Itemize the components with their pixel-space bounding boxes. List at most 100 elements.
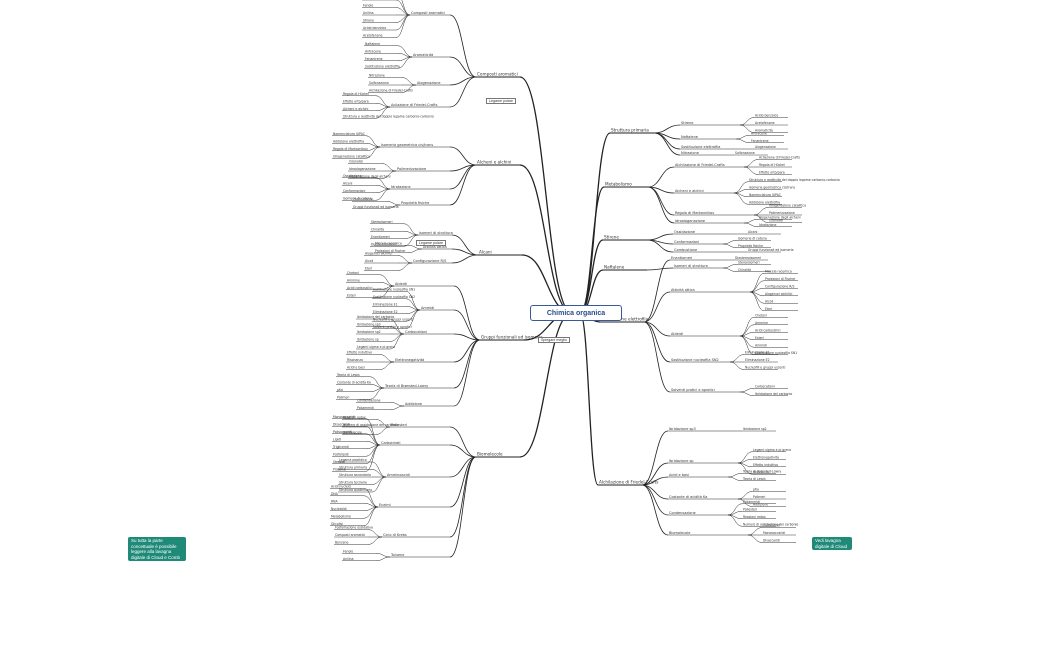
leaf-label[interactable]: Risonanza — [753, 470, 769, 474]
leaf-label[interactable]: Alcani — [343, 181, 353, 185]
main-branch-label[interactable]: Stirene — [604, 235, 619, 240]
leaf-label[interactable]: Isomeria geometrica cis/trans — [749, 185, 796, 189]
leaf-label[interactable]: pKa — [337, 388, 343, 392]
leaf-label[interactable]: Ibridazione sp — [357, 338, 379, 342]
leaf-label[interactable]: Ibridazione sp2 — [743, 427, 767, 431]
leaf-label[interactable]: Alcoli — [765, 299, 773, 303]
main-branch-label[interactable]: Composti aromatici — [477, 72, 518, 77]
leaf-label[interactable]: Eteri — [365, 267, 372, 271]
sub-branch-label[interactable]: Teoria di Brønsted-Lowry — [384, 384, 428, 388]
leaf-label[interactable]: Antracene — [365, 49, 381, 53]
leaf-label[interactable]: Glicolisi — [331, 522, 343, 526]
leaf-label[interactable]: Chetoni — [755, 313, 767, 317]
sub-branch-label[interactable]: Configurazione R/S — [413, 259, 447, 263]
leaf-label[interactable]: Struttura primaria — [339, 466, 367, 470]
leaf-label[interactable]: Alogenazione degli alcheni — [349, 175, 391, 179]
boxed-label-b[interactable]: Legame polare — [416, 240, 446, 246]
leaf-label[interactable]: Sostituzione nucleofila SN2 — [373, 295, 415, 299]
leaf-label[interactable]: Fenolo — [343, 549, 353, 553]
leaf-label[interactable]: Poliammidi — [357, 406, 374, 410]
leaf-label[interactable]: Lipidi — [333, 437, 341, 441]
leaf-label[interactable]: Ammine — [755, 321, 768, 325]
leaf-label[interactable]: Nucleotidi — [331, 507, 347, 511]
leaf-label[interactable]: Ammine — [347, 278, 360, 282]
leaf-label[interactable]: Teoria di Lewis — [336, 373, 360, 377]
center-badge[interactable]: Spiegare meglio — [538, 337, 570, 343]
note-tag-left[interactable]: Su tutta la parte concettuale è possibil… — [128, 537, 186, 561]
sub-branch-label[interactable]: Conformazioni — [674, 240, 699, 244]
leaf-label[interactable]: Ozonolisi — [349, 160, 363, 164]
leaf-label[interactable]: Carbocationi — [755, 384, 775, 388]
main-branch-label[interactable]: Gruppi funzionali ed isomeria — [481, 335, 543, 340]
sub-branch-label[interactable]: Costante di acidità Ka — [669, 495, 707, 499]
leaf-label[interactable]: Diastereoisomeri — [735, 256, 761, 260]
main-branch-label[interactable]: Biomolecole — [477, 452, 503, 457]
central-topic[interactable]: Chimica organica — [530, 305, 622, 321]
leaf-label[interactable]: Anilina — [363, 11, 374, 15]
leaf-label[interactable]: Numero di ossidazione del carbonio — [743, 522, 798, 526]
leaf-label[interactable]: Reazioni redox — [743, 515, 766, 519]
leaf-label[interactable]: Ibridazione sp2 — [357, 330, 381, 334]
sub-branch-label[interactable]: Poliesteri — [391, 423, 407, 427]
leaf-label[interactable]: Alogenuri alchilici — [365, 252, 392, 256]
leaf-label[interactable]: Chiralità — [371, 227, 384, 231]
leaf-label[interactable]: Acido benzoico — [755, 114, 778, 118]
leaf-label[interactable]: Naftalene — [365, 42, 380, 46]
leaf-label[interactable]: Polimeri — [337, 395, 350, 399]
leaf-label[interactable]: Teoria di Lewis — [742, 477, 766, 481]
leaf-label[interactable]: Acido benzoico — [363, 26, 386, 30]
sub-branch-label[interactable]: Stirene — [681, 121, 693, 125]
sub-branch-label[interactable]: Solventi protici e aprotici — [671, 388, 715, 392]
leaf-label[interactable]: Reazioni redox — [343, 416, 366, 420]
sub-branch-label[interactable]: Regola di Markovnikov — [675, 211, 714, 215]
leaf-label[interactable]: Miscela racemica — [375, 241, 402, 245]
sub-branch-label[interactable]: Condensazione — [669, 511, 696, 515]
sub-branch-label[interactable]: Naftalene — [681, 135, 698, 139]
leaf-label[interactable]: Polisaccaridi — [333, 430, 352, 434]
leaf-label[interactable]: Composti aromatici — [335, 533, 365, 537]
leaf-label[interactable]: Isomeria di catena — [343, 196, 372, 200]
leaf-label[interactable]: Elettronegatività — [753, 455, 779, 459]
leaf-label[interactable]: Alogenazione degli alcheni — [759, 215, 801, 219]
leaf-label[interactable]: pKa — [753, 488, 759, 492]
sub-branch-label[interactable]: Proprietà fisiche — [401, 201, 429, 205]
sub-branch-label[interactable]: Attività ottica — [423, 245, 447, 249]
leaf-label[interactable]: Miscela racemica — [765, 269, 792, 273]
leaf-label[interactable]: Enantiomeri — [371, 235, 390, 239]
leaf-label[interactable]: Legami sigma e pi greco — [357, 345, 395, 349]
leaf-label[interactable]: Fenantrene — [751, 139, 769, 143]
leaf-label[interactable]: Addizione elettrofila — [333, 139, 364, 143]
leaf-label[interactable]: Chetoni — [347, 271, 359, 275]
leaf-label[interactable]: Poliammidi — [743, 500, 760, 504]
leaf-label[interactable]: Polimerizzazione — [769, 211, 795, 215]
leaf-label[interactable]: RNA — [331, 499, 338, 503]
leaf-label[interactable]: Regola di Hückel — [343, 92, 369, 96]
leaf-label[interactable]: Carboidrati — [763, 524, 780, 528]
leaf-label[interactable]: Nomenclatura IUPAC — [749, 193, 781, 197]
leaf-label[interactable]: Idratazione — [759, 223, 776, 227]
sub-branch-label[interactable]: Enantiomeri — [671, 256, 692, 260]
leaf-label[interactable]: Alcoli — [365, 259, 373, 263]
main-branch-label[interactable]: Metabolismo — [605, 182, 632, 187]
leaf-label[interactable]: Acetofenone — [363, 34, 383, 38]
leaf-label[interactable]: Alcani — [748, 230, 758, 234]
leaf-label[interactable]: Fosfolipidi — [333, 452, 349, 456]
leaf-label[interactable]: Alogenuri alchilici — [765, 292, 792, 296]
leaf-label[interactable]: Fosforilazione ossidativa — [335, 526, 373, 530]
sub-branch-label[interactable]: Isomeri di struttura — [419, 231, 453, 235]
leaf-label[interactable]: Proprietà fisiche — [738, 244, 763, 248]
leaf-label[interactable]: Idrogenazione catalitica — [769, 204, 806, 208]
sub-branch-label[interactable]: Ciclo di Krebs — [383, 533, 407, 537]
sub-branch-label[interactable]: Carboidrati — [381, 441, 401, 445]
sub-branch-label[interactable]: Toluene — [390, 553, 404, 557]
leaf-label[interactable]: Esteri — [347, 293, 356, 297]
leaf-label[interactable]: Ossidazione — [343, 174, 362, 178]
sub-branch-label[interactable]: Alchilazione di Friedel-Crafts — [675, 163, 725, 167]
leaf-label[interactable]: Regola di Hückel — [759, 163, 785, 167]
sub-branch-label[interactable]: Sostituzione elettrofila — [681, 145, 720, 149]
leaf-label[interactable]: Ibridazione del carbonio — [755, 392, 792, 396]
leaf-label[interactable]: Biomolecole — [343, 431, 362, 435]
leaf-label[interactable]: Sostituzione elettrofila — [365, 64, 400, 68]
leaf-label[interactable]: Combustione — [353, 197, 374, 201]
leaf-label[interactable]: Struttura quaternaria — [339, 488, 372, 492]
